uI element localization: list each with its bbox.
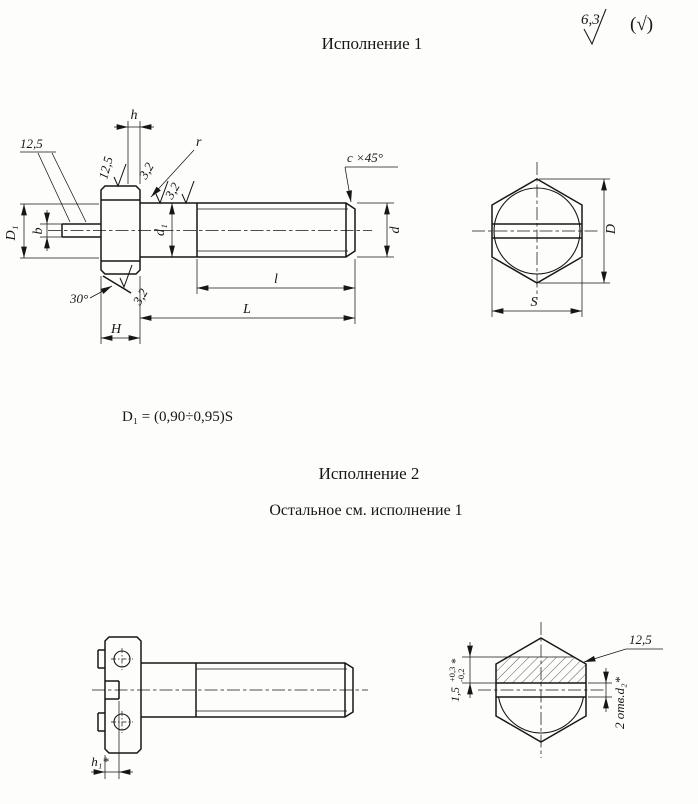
view2-side: h₁* [91, 636, 368, 779]
extension-lines [20, 121, 394, 344]
bearing-chamfer-30 [102, 275, 132, 294]
reference-mark: * [448, 658, 462, 664]
svg-text:D₁: D₁ [4, 226, 19, 242]
leader-lines [20, 149, 398, 299]
slot-lines [492, 223, 582, 239]
extension-lines [491, 178, 610, 317]
label-dim-l: l [274, 272, 278, 287]
view1-side: 12,5 12,5 r 3,2 3,2 3,2 h c ×45° D₁ b d₁… [4, 108, 403, 344]
svg-text:3,2: 3,2 [129, 285, 151, 308]
note-version-2: Остальное см. исполнение 1 [269, 502, 462, 519]
label-slot-depth: 1,5 +0,3 -0,2 * [447, 658, 466, 702]
title-version-2: Исполнение 2 [319, 464, 420, 483]
dimension-lines [492, 179, 607, 314]
svg-text:d: d [388, 226, 403, 234]
label-dim-H: H [110, 322, 122, 337]
roughness-check-icon [113, 163, 127, 188]
roughness-check-icon [155, 180, 169, 205]
view1-end: D S [472, 162, 619, 317]
slot-profile [105, 680, 120, 700]
formula-d1: D₁ = (0,90÷0,95)S [122, 409, 233, 425]
svg-text:d₁: d₁ [153, 224, 168, 236]
thread-minor-lines [196, 668, 347, 712]
label-dim-h1: h₁* [91, 754, 109, 769]
extension-lines [462, 656, 612, 698]
roughness-check-icon [583, 8, 607, 46]
label-angle-30: 30° [69, 291, 88, 306]
washer-face-circle [498, 697, 584, 734]
label-dim-b: b [31, 228, 46, 235]
label-dim-L: L [242, 302, 251, 317]
head-steps [97, 649, 105, 732]
roughness-check-icon [119, 264, 133, 289]
label-roughness-slot: 12,5 [20, 136, 43, 151]
label-dim-h: h [131, 108, 138, 123]
label-roughness-shank: 3,2 [161, 179, 183, 202]
general-roughness: 6,3 (√) [581, 8, 653, 46]
roughness-marks [113, 163, 195, 289]
bolt-head [104, 636, 142, 754]
hole-centerlines [111, 648, 133, 733]
label-dim-S: S [531, 295, 538, 310]
label-holes-note: 2 отв.d₂* [612, 676, 627, 729]
label-fillet-radius: r [196, 135, 202, 150]
svg-text:12,5: 12,5 [95, 154, 116, 180]
label-roughness-seat: 3,2 [129, 285, 151, 308]
hexagon-outline [491, 178, 583, 284]
sheet-labels: Исполнение 1 D₁ = (0,90÷0,95)S Исполнени… [122, 34, 463, 519]
bolt-shank [141, 662, 354, 718]
centerlines [472, 162, 600, 300]
thread-minor-lines [197, 208, 348, 252]
tolerance-upper: +0,3 [447, 667, 457, 682]
bolt-head [100, 185, 141, 275]
bolt-outline [97, 636, 354, 754]
label-roughness-head: 12,5 [95, 154, 116, 180]
view2-end: 1,5 +0,3 -0,2 * 2 отв.d₂* 12,5 [447, 622, 663, 758]
hexagon-outline [495, 637, 587, 743]
label-roughness-section: 12,5 [629, 632, 652, 647]
svg-text:2 отв.d₂*: 2 отв.d₂* [612, 676, 627, 729]
tolerance-lower: -0,2 [456, 669, 466, 682]
svg-text:3,2: 3,2 [135, 159, 157, 182]
other-surfaces-mark: (√) [630, 14, 653, 35]
label-chamfer-note: c ×45° [347, 150, 383, 165]
head-facet-lines [101, 199, 140, 262]
bolt-shank [140, 202, 356, 258]
svg-text:D: D [604, 224, 619, 235]
svg-text:b: b [31, 228, 46, 235]
leader-lines [583, 648, 663, 663]
slot-profile [61, 223, 101, 238]
general-roughness-value: 6,3 [581, 12, 600, 28]
svg-text:3,2: 3,2 [161, 179, 183, 202]
dimension-lines [21, 124, 390, 341]
roughness-check-icon [181, 180, 195, 205]
label-dim-d: d [388, 226, 403, 234]
svg-text:1,5: 1,5 [448, 687, 462, 702]
label-dim-D: D [604, 224, 619, 235]
section-hatch [496, 657, 586, 683]
label-dim-D1: D₁ [4, 226, 19, 242]
bolt-outline [61, 185, 356, 294]
title-version-1: Исполнение 1 [322, 34, 423, 53]
washer-face-circle [493, 187, 581, 275]
slot-lines [496, 682, 586, 698]
dimension-lines [467, 642, 609, 712]
centerlines [478, 622, 604, 758]
label-roughness-fillet: 3,2 [135, 159, 157, 182]
dimension-h1 [91, 701, 133, 779]
label-dim-d1: d₁ [153, 224, 168, 236]
